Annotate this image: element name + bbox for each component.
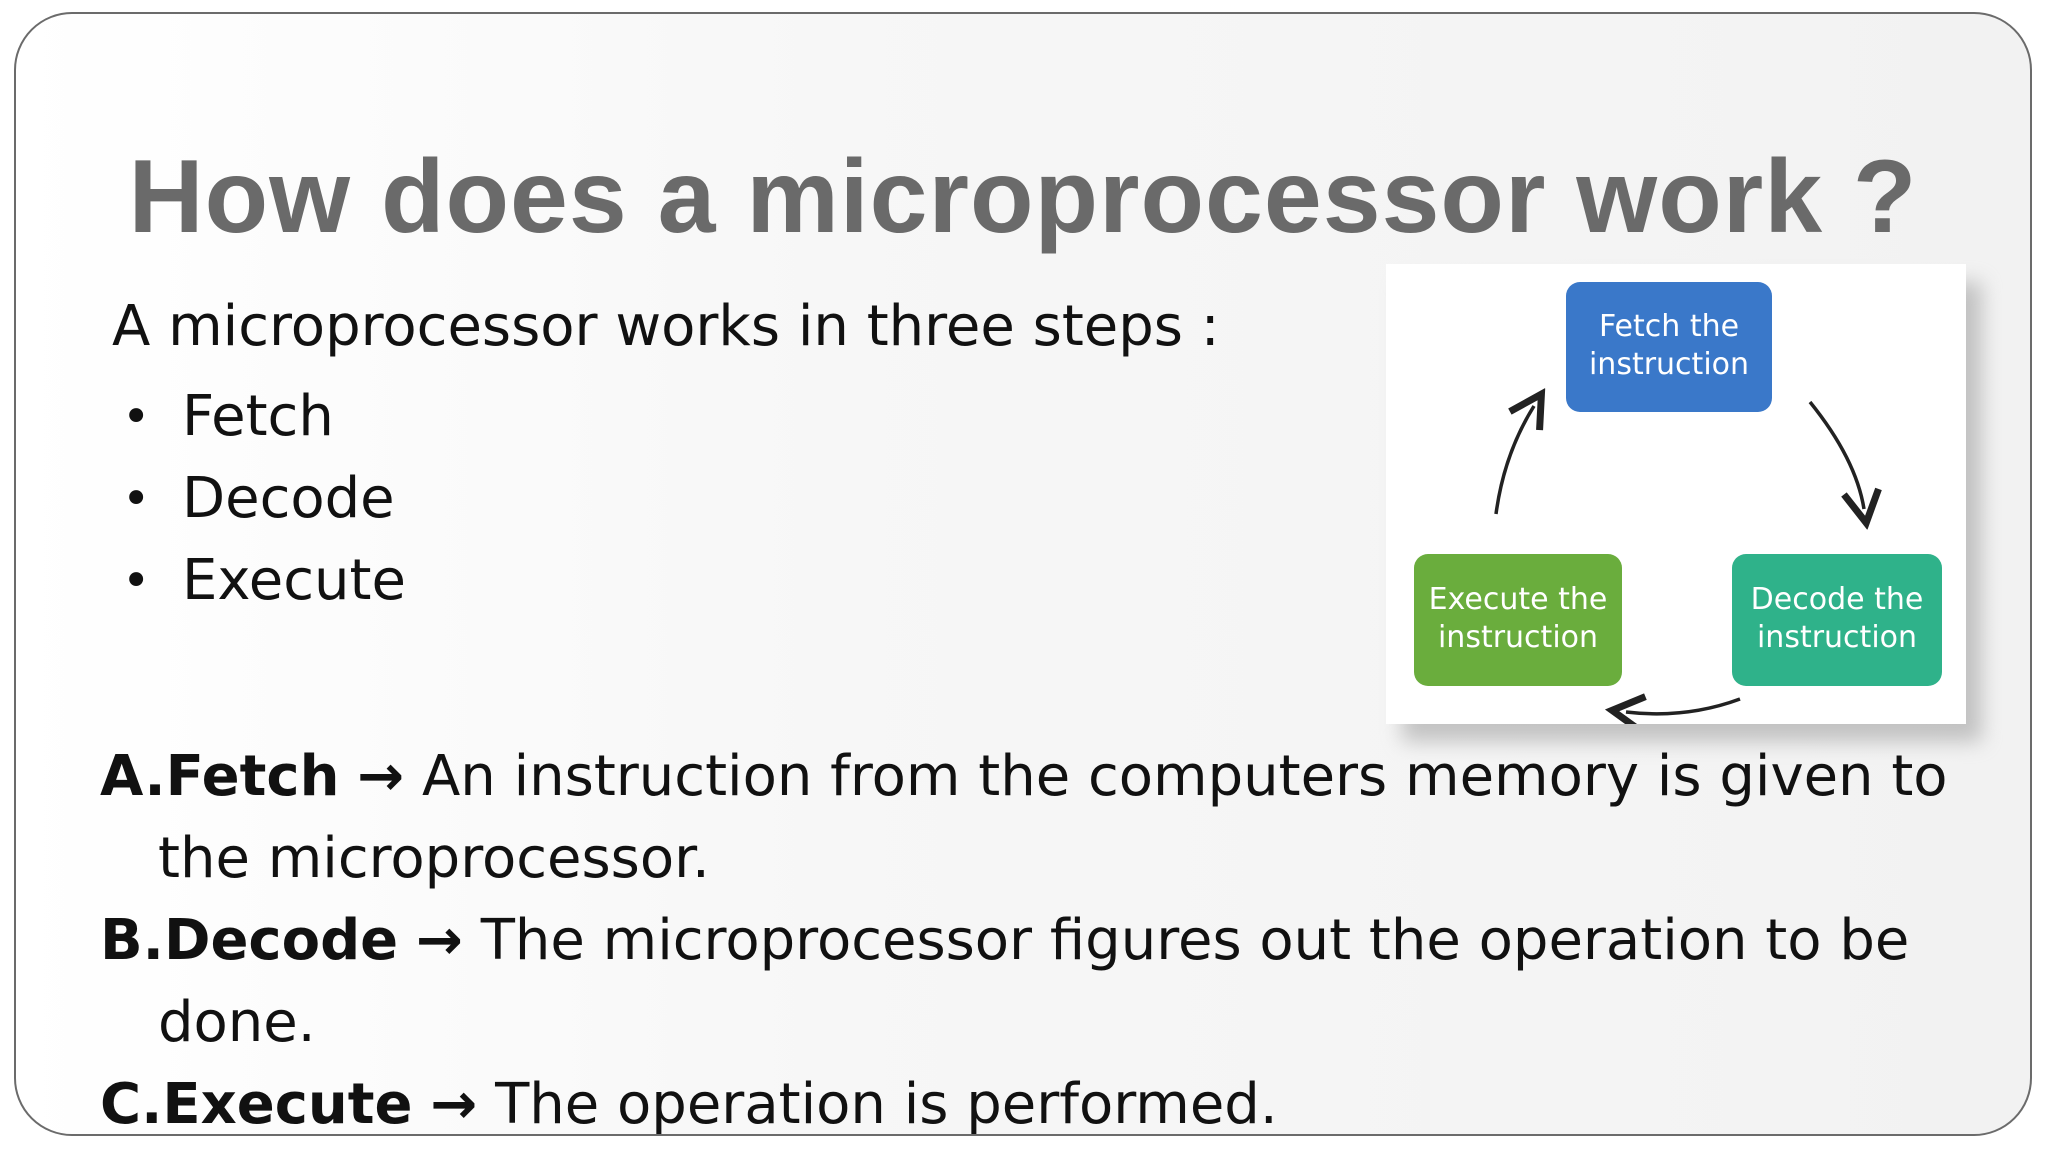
fetch-node-box <box>1566 282 1772 412</box>
step-label: Fetch <box>182 384 334 449</box>
definition-text: An instruction from the computers memory… <box>404 744 1948 809</box>
definition-decode: B.Decode → The microprocessor figures ou… <box>100 900 1980 1064</box>
right-arrow-icon: → <box>415 908 463 973</box>
fetch-node-line1: Fetch the <box>1599 309 1739 344</box>
execute-node-line1: Execute the <box>1429 582 1608 617</box>
bullet-icon: • <box>122 553 151 609</box>
fetch-node: Fetch the instruction <box>1566 282 1772 412</box>
execute-node-box <box>1414 554 1622 686</box>
step-label: Execute <box>182 548 406 613</box>
step-item-fetch: • Fetch <box>112 376 406 458</box>
definition-text-continued: the microprocessor. <box>158 826 710 891</box>
definition-key: A.Fetch <box>100 744 340 809</box>
definition-fetch: A.Fetch → An instruction from the comput… <box>100 736 1980 900</box>
definition-execute: C.Execute → The operation is performed. <box>100 1064 1980 1136</box>
step-item-execute: • Execute <box>112 540 406 622</box>
execute-node-line2: instruction <box>1438 620 1598 655</box>
cycle-diagram: Fetch the instruction Decode the instruc… <box>1386 264 1966 724</box>
definition-text: The microprocessor figures out the opera… <box>462 908 1910 973</box>
arrow-decode-to-execute <box>1626 699 1741 714</box>
decode-node-line2: instruction <box>1757 620 1917 655</box>
step-item-decode: • Decode <box>112 458 406 540</box>
right-arrow-icon: → <box>357 744 405 809</box>
bullet-icon: • <box>122 471 151 527</box>
definition-key: B.Decode <box>100 908 399 973</box>
execute-node: Execute the instruction <box>1414 554 1622 686</box>
definition-text-continued: done. <box>158 990 316 1055</box>
steps-list: • Fetch • Decode • Execute <box>112 376 406 622</box>
bullet-icon: • <box>122 389 151 445</box>
decode-node: Decode the instruction <box>1732 554 1942 686</box>
step-label: Decode <box>182 466 395 531</box>
slide-title: How does a microprocessor work ? <box>128 139 1918 255</box>
arrow-execute-to-fetch <box>1494 406 1534 515</box>
decode-node-line1: Decode the <box>1751 582 1924 617</box>
definitions: A.Fetch → An instruction from the comput… <box>100 736 1980 1136</box>
decode-node-box <box>1732 554 1942 686</box>
definition-key: C.Execute <box>100 1072 413 1136</box>
arrow-fetch-to-decode <box>1808 400 1864 509</box>
fetch-node-line2: instruction <box>1589 347 1749 382</box>
intro-text: A microprocessor works in three steps : <box>112 294 1220 359</box>
slide: How does a microprocessor work ? A micro… <box>14 12 2032 1136</box>
cycle-diagram-svg: Fetch the instruction Decode the instruc… <box>1414 282 1942 724</box>
definition-text: The operation is performed. <box>477 1072 1278 1136</box>
right-arrow-icon: → <box>430 1072 478 1136</box>
